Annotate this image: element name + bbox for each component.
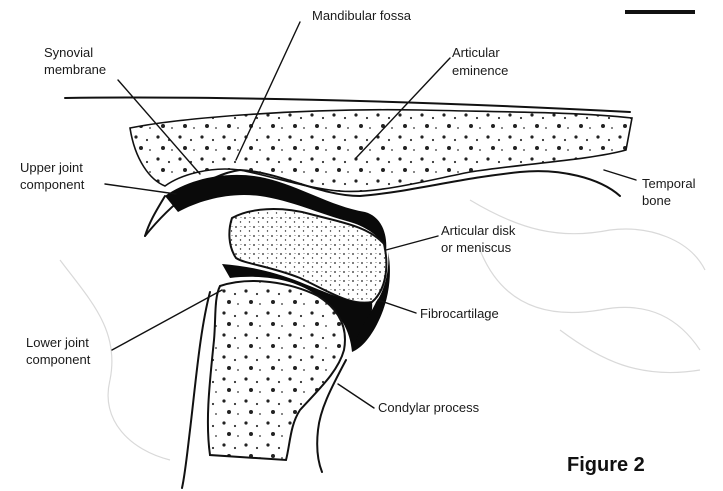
label-fibrocartilage: Fibrocartilage <box>420 306 499 321</box>
label-upper-joint-2: component <box>20 177 85 192</box>
label-upper-joint-1: Upper joint <box>20 160 83 175</box>
label-articular-disk-2: or meniscus <box>441 240 512 255</box>
label-articular-eminence-2: eminence <box>452 63 508 78</box>
condylar-head <box>208 281 345 460</box>
label-temporal-bone-1: Temporal <box>642 176 696 191</box>
label-lower-joint-2: component <box>26 352 91 367</box>
label-synovial-membrane-2: membrane <box>44 62 106 77</box>
label-synovial-membrane-1: Synovial <box>44 45 93 60</box>
label-articular-disk-1: Articular disk <box>441 223 516 238</box>
label-lower-joint-1: Lower joint <box>26 335 89 350</box>
label-condylar-process: Condylar process <box>378 400 480 415</box>
condyle-neck-outline <box>182 292 210 488</box>
label-mandibular-fossa: Mandibular fossa <box>312 8 412 23</box>
figure-caption: Figure 2 <box>567 454 645 476</box>
label-temporal-bone-2: bone <box>642 193 671 208</box>
label-articular-eminence-1: Articular <box>452 45 500 60</box>
